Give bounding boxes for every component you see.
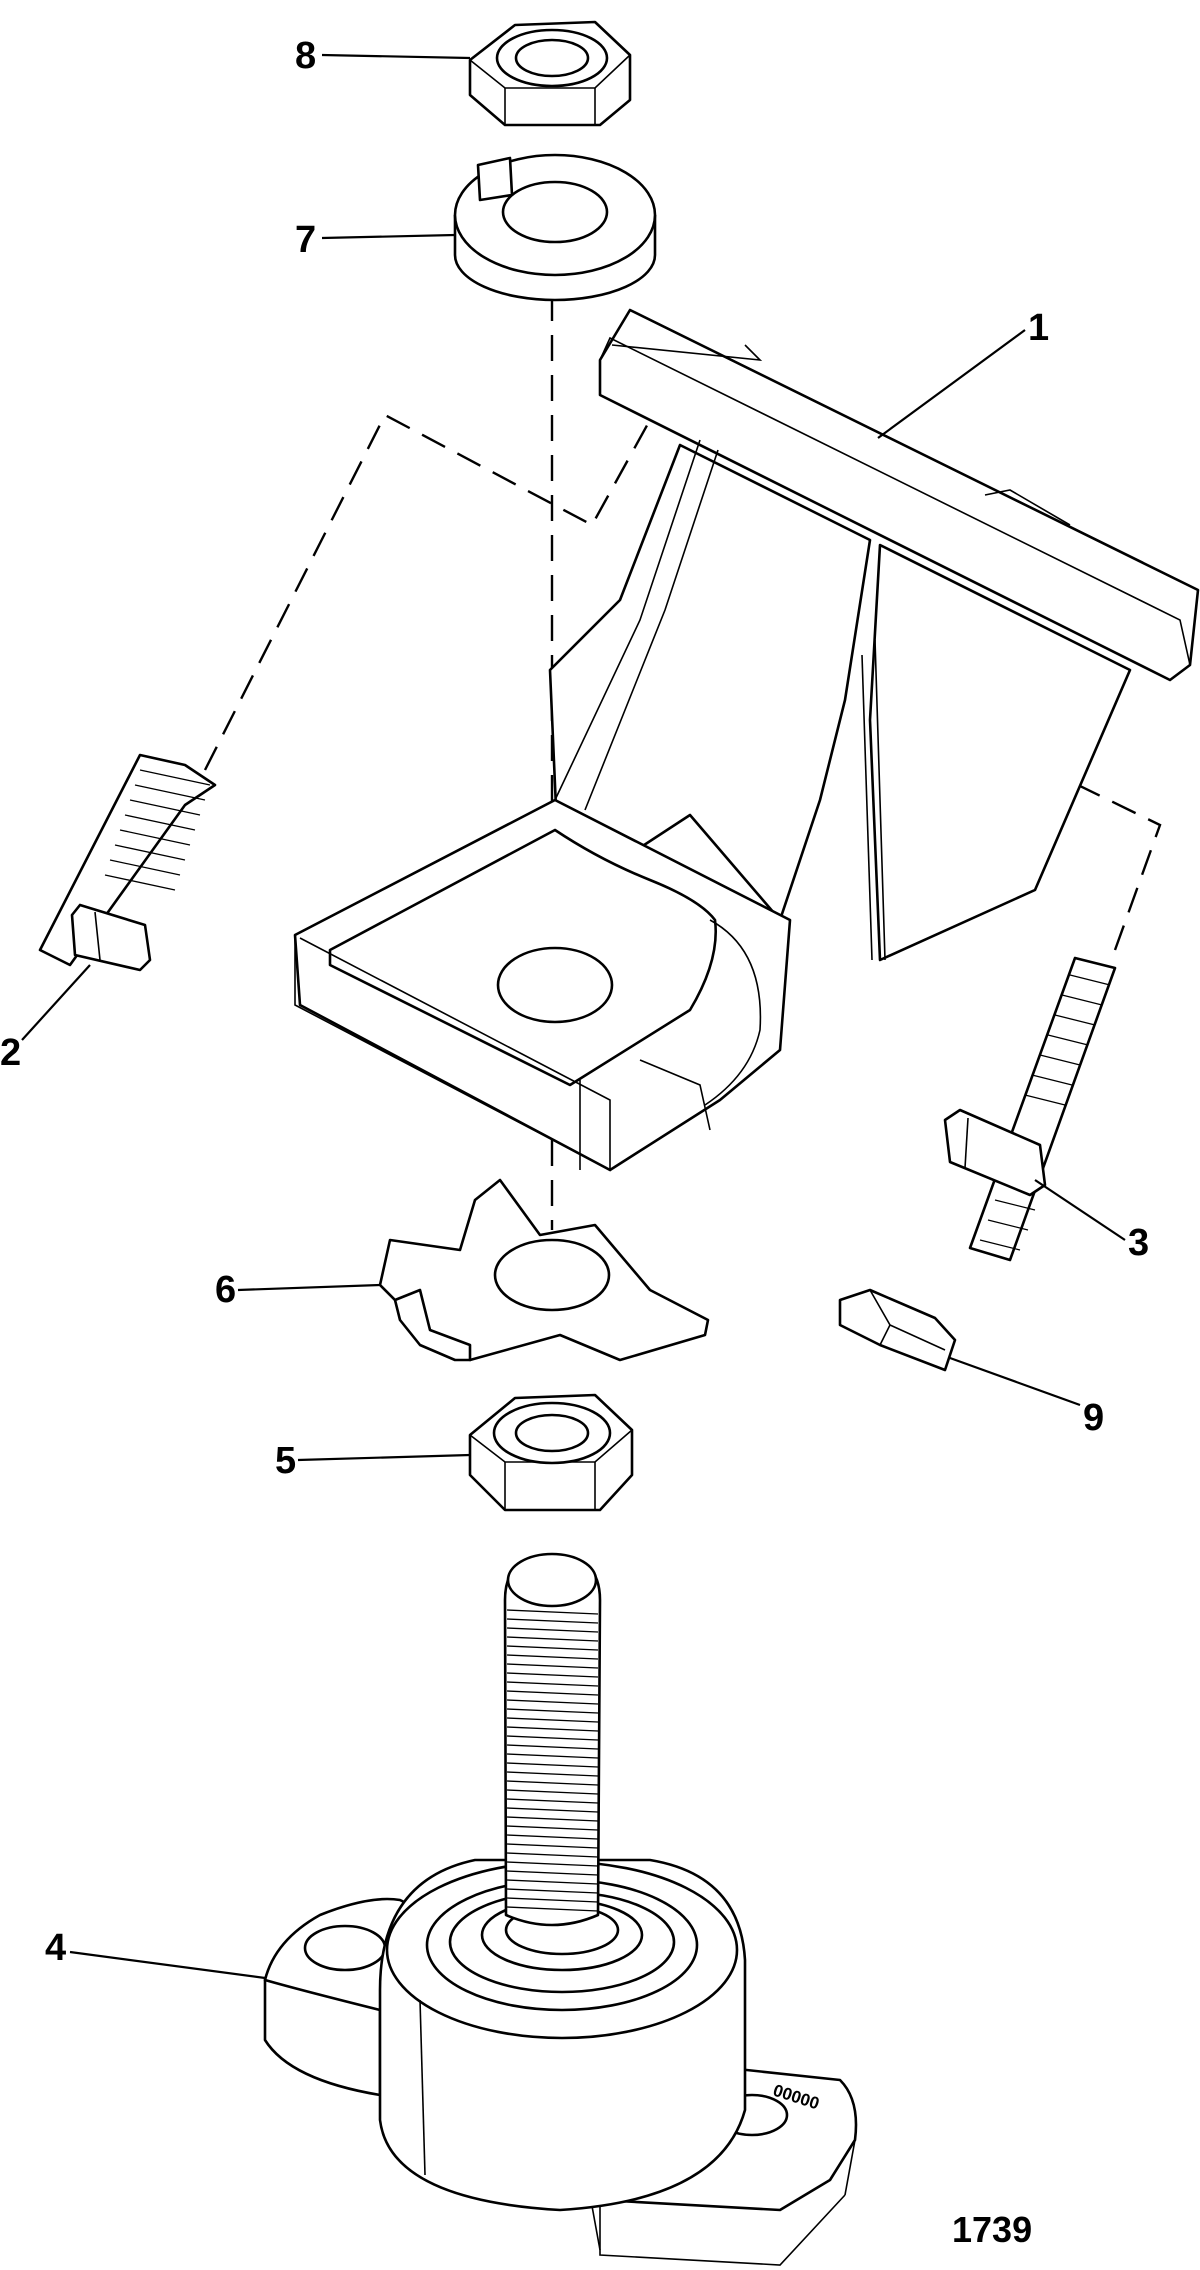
thread-line	[506, 1744, 599, 1750]
thread-line	[506, 1771, 599, 1777]
hex-nut-top	[468, 20, 632, 127]
engine-mount-bracket	[293, 308, 1200, 1172]
thread-line	[506, 1906, 599, 1912]
bolt-threads	[104, 769, 211, 891]
hex-bolt	[38, 753, 217, 972]
thread-line	[506, 1699, 599, 1705]
thread-line	[506, 1645, 599, 1651]
lock-washer	[453, 153, 657, 302]
stud-threads	[979, 974, 1111, 1251]
thread-line	[506, 1726, 599, 1732]
callout-9: 9	[1083, 1397, 1104, 1439]
callout-8: 8	[295, 35, 316, 77]
thread-line	[506, 1681, 599, 1687]
thread-line	[506, 1852, 599, 1858]
thread-line	[506, 1879, 599, 1885]
thread-line	[506, 1789, 599, 1795]
thread-line	[506, 1690, 599, 1696]
callout-7: 7	[295, 219, 316, 261]
thread-line	[506, 1753, 599, 1759]
threaded-stud	[943, 956, 1117, 1262]
thread-line	[506, 1735, 599, 1741]
thread-line	[506, 1780, 599, 1786]
thread-line	[506, 1672, 599, 1678]
thread-line	[506, 1708, 599, 1714]
figure-number: 1739	[952, 2209, 1032, 2250]
thread-line	[506, 1807, 599, 1813]
rubber-engine-mount: 00000	[263, 1552, 858, 2266]
callout-4: 4	[45, 1927, 66, 1969]
small-hex-nut	[838, 1288, 957, 1372]
thread-line	[506, 1825, 599, 1831]
mount-stud-threads	[506, 1609, 599, 1912]
thread-line	[506, 1636, 599, 1642]
thread-line	[506, 1870, 599, 1876]
thread-line	[506, 1798, 599, 1804]
hex-nut-middle	[468, 1393, 634, 1512]
tab-washer	[378, 1178, 710, 1362]
thread-line	[506, 1834, 599, 1840]
thread-line	[506, 1627, 599, 1633]
leader-lines	[21, 53, 1126, 1980]
thread-line	[506, 1843, 599, 1849]
thread-line	[506, 1663, 599, 1669]
thread-line	[506, 1897, 599, 1903]
thread-line	[506, 1888, 599, 1894]
thread-line	[506, 1654, 599, 1660]
callout-1: 1	[1028, 307, 1049, 349]
callout-6: 6	[215, 1269, 236, 1311]
thread-line	[506, 1618, 599, 1624]
callout-2: 2	[0, 1032, 21, 1074]
thread-line	[506, 1609, 599, 1615]
thread-line	[506, 1717, 599, 1723]
callout-3: 3	[1128, 1222, 1149, 1264]
thread-line	[506, 1861, 599, 1867]
callout-5: 5	[275, 1440, 296, 1482]
thread-line	[506, 1816, 599, 1822]
bolt-2-alignment-line	[203, 413, 652, 771]
thread-line	[506, 1762, 599, 1768]
